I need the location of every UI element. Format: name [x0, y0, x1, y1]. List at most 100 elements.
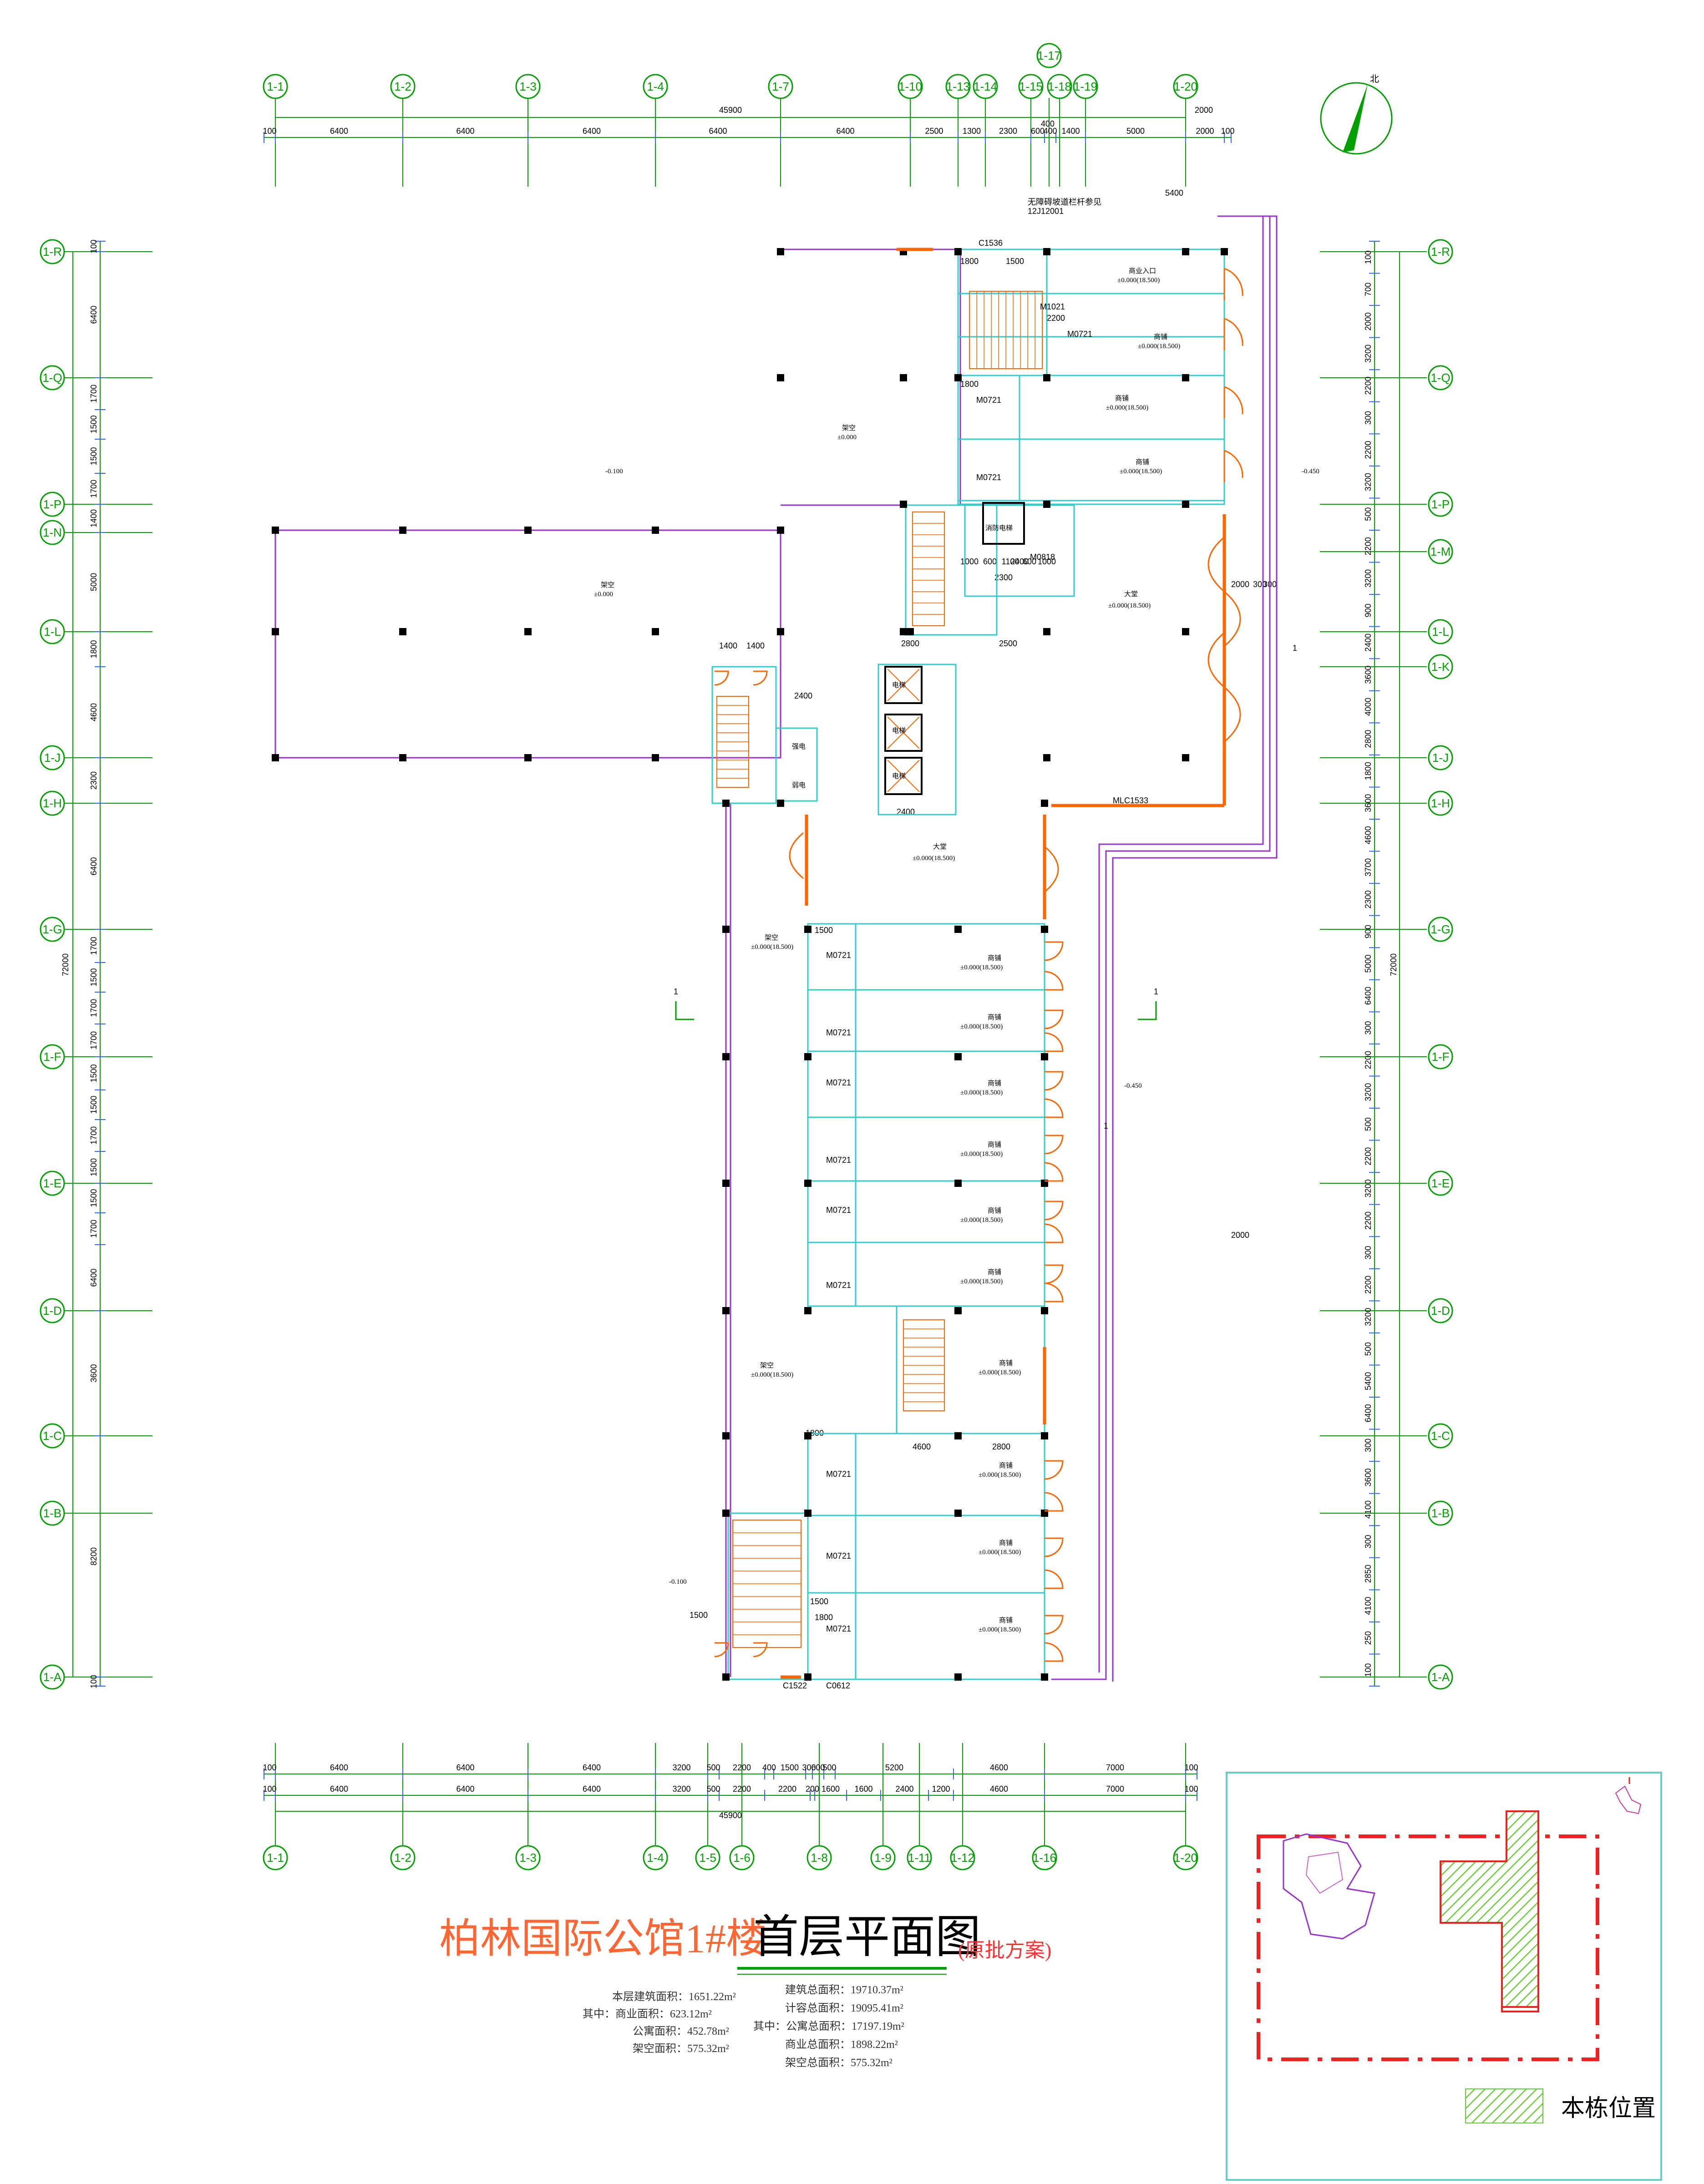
column [954, 1053, 962, 1060]
axis-bubble [40, 619, 65, 644]
left-dim-label: 1700 [89, 1031, 98, 1049]
axis-bubble [1428, 1423, 1453, 1449]
plan-dim-label: 2000 [1231, 580, 1249, 589]
axis-right-1-G: 1-G [1428, 917, 1453, 942]
axis-label: 1-4 [647, 1851, 664, 1865]
left-dim-label: 6400 [89, 857, 98, 875]
label-outdoor-level: -0.100 [669, 1578, 687, 1586]
label-door-code: M0721 [826, 1551, 851, 1561]
axis-label: 1-3 [519, 80, 537, 93]
axis-top-1-7: 1-7 [768, 74, 793, 99]
plan-dim-label: 1000 [1038, 557, 1056, 566]
right-dim-label: 2200 [1364, 1147, 1373, 1165]
axis-label: 1-3 [519, 1851, 537, 1865]
axis-top-1-13: 1-13 [945, 74, 971, 99]
axis-left-1-P: 1-P [40, 492, 65, 517]
bottom1-dim-label: 1500 [781, 1763, 799, 1772]
axis-label: 1-R [1431, 245, 1450, 258]
area-summary-left: 本层建筑面积：1651.22m²其中：商业面积：623.12m²公寓面积：452… [583, 1991, 736, 2055]
right-dim-label: 4100 [1364, 1500, 1373, 1519]
column [900, 501, 907, 508]
axis-bubble [390, 74, 416, 99]
label-level: ±0.000(18.500) [751, 1371, 793, 1378]
bottom1-dim-label: 500 [822, 1763, 836, 1772]
right-dim-label: 1800 [1364, 762, 1373, 780]
bottom1-dim-label: 400 [762, 1763, 776, 1772]
elevators [884, 502, 1025, 795]
axis-bubble [1428, 1500, 1453, 1526]
elevator-crosses [887, 669, 920, 792]
axis-label: 1-16 [1033, 1851, 1056, 1865]
area-line: 计容总面积：19095.41m² [785, 2002, 903, 2014]
label-shop: 商铺 [988, 954, 1001, 962]
axis-label: 1-D [1431, 1304, 1450, 1317]
plan-dim-label: 4600 [913, 1442, 931, 1451]
column [652, 527, 659, 534]
plan-dim-label: 2500 [999, 639, 1017, 648]
column [907, 628, 914, 635]
top-dim-label: 6400 [709, 127, 727, 136]
top-dim-label: 5000 [1126, 127, 1145, 136]
axis-label: 1-D [43, 1304, 62, 1317]
axis-top-1-2: 1-2 [390, 74, 416, 99]
right-dim-label: 3700 [1364, 858, 1373, 877]
left-dim-label: 5000 [89, 573, 98, 591]
axis-bubble [1018, 74, 1044, 99]
axis-label: 1-K [1431, 660, 1450, 674]
axis-label: 1-G [42, 922, 62, 936]
axis-bubble [1173, 1845, 1198, 1870]
left-total-dim: 72000 [61, 953, 70, 976]
left-dim-label: 1500 [89, 447, 98, 465]
plan-dim-label: 2200 [1047, 314, 1065, 323]
label-outdoor-level: -0.100 [605, 468, 623, 475]
axis-bubble [40, 790, 65, 816]
axis-label: 1-10 [898, 80, 922, 93]
label-note: 无障碍坡道栏杆参见 [1028, 198, 1101, 207]
left-dim-label: 2300 [89, 771, 98, 790]
axis-label: 1-18 [1048, 80, 1071, 93]
axis-bubble [898, 74, 923, 99]
axis-right-1-Q: 1-Q [1428, 365, 1453, 390]
top-dim-label: 6400 [330, 127, 348, 136]
column [804, 1432, 811, 1439]
column [954, 248, 962, 255]
top-dim-label: 1300 [963, 127, 981, 136]
axis-label: 1-9 [874, 1851, 892, 1865]
axis-right-1-P: 1-P [1428, 492, 1453, 517]
top-dim-label: 6400 [583, 127, 601, 136]
right-dim-label: 100 [1364, 1663, 1373, 1677]
bottom2-dim-label: 200 [806, 1784, 819, 1794]
left-dim-label: 1700 [89, 1220, 98, 1238]
area-summary-right: 建筑总面积：19710.37m²计容总面积：19095.41m²其中：公寓总面积… [753, 1984, 904, 2069]
plan-dim-label: 2800 [901, 639, 919, 648]
column [804, 1180, 811, 1187]
axis-bottom-1-2: 1-2 [390, 1845, 416, 1870]
drawing-title: 首层平面图 [753, 1912, 981, 1962]
label-level: ±0.000(18.500) [1117, 277, 1160, 284]
room-labels: 商业入口 ±0.000(18.500) 商铺 ±0.000(18.500) 商铺… [594, 267, 1319, 1633]
axis-top-1-4: 1-4 [643, 74, 668, 99]
axis-label: 1-11 [908, 1851, 931, 1865]
plan-dim-label: 1100 [1002, 557, 1019, 566]
bottom2-dim-label: 1600 [822, 1784, 840, 1794]
column [1041, 926, 1048, 933]
bottom2-dim-label: 6400 [456, 1784, 474, 1794]
axis-bubble [907, 1845, 932, 1870]
plan-dim-label: 1500 [1006, 257, 1024, 266]
axis-label: 1-R [43, 245, 62, 258]
axis-label: 1-20 [1174, 1851, 1197, 1865]
axis-top-1-19: 1-19 [1073, 74, 1098, 99]
right-dim-label: 2200 [1364, 1051, 1373, 1069]
axis-bubble [729, 1845, 755, 1870]
label-level: ±0.000(18.500) [1106, 404, 1148, 411]
axis-bubble [950, 1845, 975, 1870]
section-mark: 1 [1154, 987, 1158, 996]
column [1043, 628, 1050, 635]
axis-bubble [1428, 539, 1453, 564]
area-line: 架空面积：575.32m² [633, 2042, 729, 2055]
axis-bottom-1-11: 1-11 [907, 1845, 932, 1870]
axis-right-1-J: 1-J [1428, 745, 1453, 770]
axis-label: 1-M [1430, 545, 1451, 558]
axis-bottom-1-16: 1-16 [1032, 1845, 1057, 1870]
plan-dim-label: 1500 [810, 1597, 828, 1606]
